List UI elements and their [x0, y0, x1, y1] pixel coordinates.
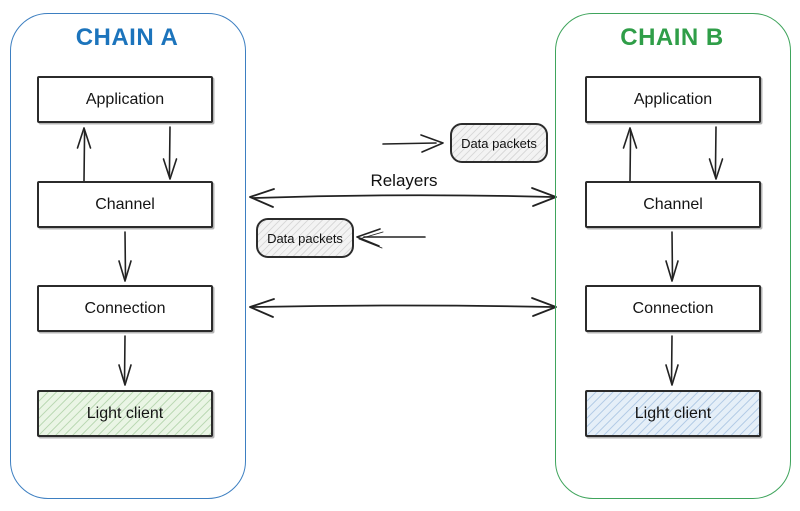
- relayers-label: Relayers: [370, 171, 438, 190]
- arrow-to-data-packets-bottom: [356, 228, 426, 249]
- chain-a-box-application: Application: [37, 76, 213, 123]
- chain-b-box-light-client: Light client: [585, 390, 761, 437]
- data-packets-box-top: Data packets: [450, 123, 548, 163]
- chain-b-box-application: Application: [585, 76, 761, 123]
- arrow-connection-level: [249, 297, 557, 318]
- chain-a-box-light-client: Light client: [37, 390, 213, 437]
- chain-a-title: CHAIN A: [75, 24, 179, 51]
- data-packets-box-bottom: Data packets: [256, 218, 354, 258]
- chain-a-box-connection: Connection: [37, 285, 213, 332]
- chain-b-box-channel: Channel: [585, 181, 761, 228]
- chain-a-box-channel: Channel: [37, 181, 213, 228]
- arrow-to-data-packets-top: [382, 134, 444, 153]
- chain-a-container: [10, 13, 246, 499]
- chain-b-box-connection: Connection: [585, 285, 761, 332]
- chain-b-title: CHAIN B: [620, 24, 724, 51]
- chain-b-container: [555, 13, 791, 499]
